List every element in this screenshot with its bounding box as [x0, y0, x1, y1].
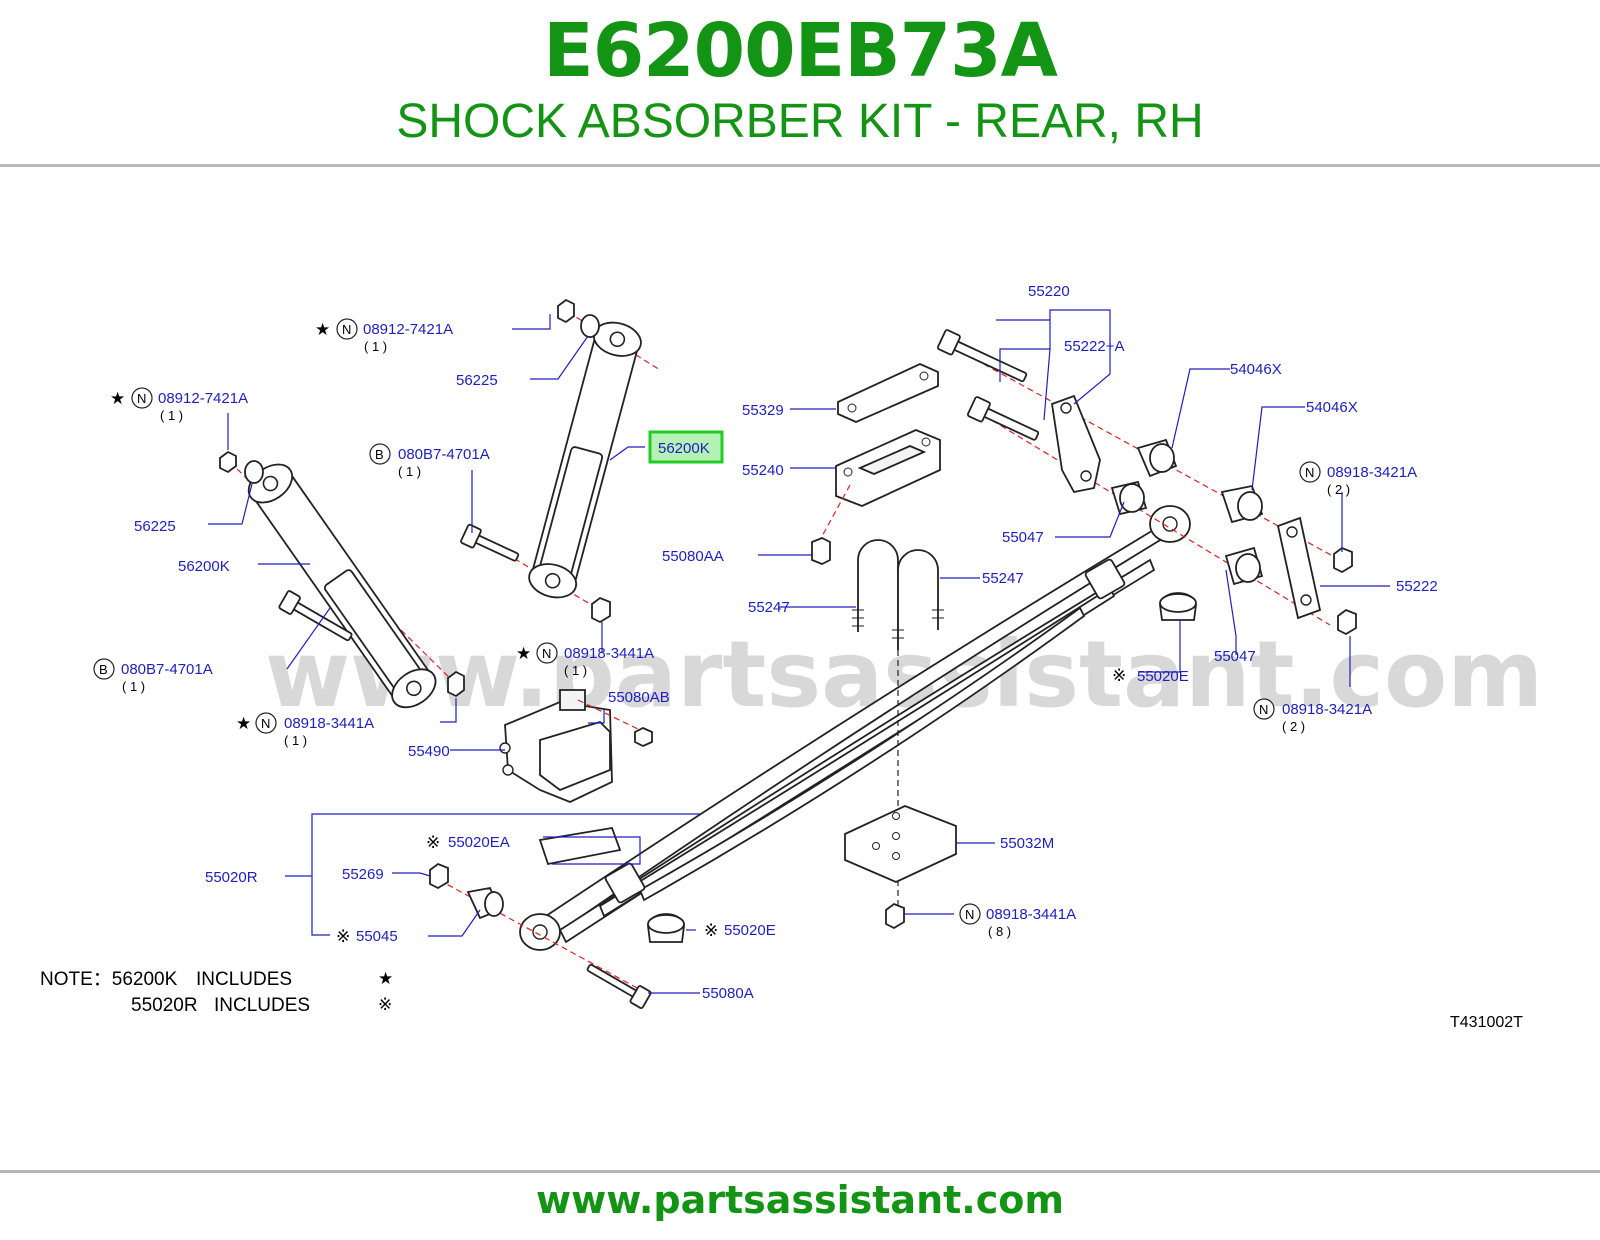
- callout-55047-right[interactable]: 55047: [1214, 648, 1256, 665]
- callout-55240[interactable]: 55240: [742, 462, 784, 479]
- callout-55020e-rear[interactable]: 55020E: [1137, 668, 1189, 685]
- callout-55269[interactable]: 55269: [342, 866, 384, 883]
- callout-55047-left[interactable]: 55047: [1002, 529, 1044, 546]
- kome-symbol: ※: [704, 921, 718, 941]
- badge-n-circle: [536, 642, 558, 664]
- badge-n-letter: N: [965, 907, 974, 922]
- callout-55222-plus-a[interactable]: 55222+A: [1064, 338, 1124, 355]
- note-star-symbol: ★: [378, 969, 393, 989]
- badge-b-circle: [93, 658, 115, 680]
- badge-n-circle: [255, 712, 277, 734]
- callout-08912-7421a-left[interactable]: 08912-7421A: [158, 390, 248, 407]
- parts-diagram: www.partsassistant.com: [0, 270, 1600, 1080]
- callout-55080ab[interactable]: 55080AB: [608, 689, 670, 706]
- callout-55020ea[interactable]: 55020EA: [448, 834, 510, 851]
- callout-55247-left[interactable]: 55247: [748, 599, 790, 616]
- header-divider: [0, 164, 1600, 167]
- leader-lines: [208, 309, 1390, 994]
- callout-08918-3421a-upper[interactable]: 08918-3421A: [1327, 464, 1417, 481]
- callout-55045[interactable]: 55045: [356, 928, 398, 945]
- badge-n-circle: [959, 903, 981, 925]
- kome-symbol: ※: [336, 927, 350, 947]
- bracket-55490: [499, 689, 653, 803]
- callout-08912-7421a-left-qty: ( 1 ): [160, 408, 183, 423]
- rear-shackle-assembly: [936, 329, 1357, 636]
- callout-08918-3441a-center[interactable]: 08918-3441A: [564, 645, 654, 662]
- footer-site-link[interactable]: www.partsassistant.com: [536, 1178, 1064, 1222]
- callout-080b7-4701a-lower[interactable]: 080B7-4701A: [121, 661, 213, 678]
- badge-n-circle: [1253, 698, 1275, 720]
- callout-08918-3421a-upper-qty: ( 2 ): [1327, 482, 1350, 497]
- callout-56225-upper[interactable]: 56225: [456, 372, 498, 389]
- note-line-2-includes: INCLUDES: [214, 995, 310, 1016]
- callout-55032m[interactable]: 55032M: [1000, 835, 1054, 852]
- plate-55329: [837, 363, 939, 423]
- badge-n-letter: N: [261, 716, 270, 731]
- note-line-1-label: NOTE：56200K: [40, 969, 178, 990]
- callout-55080a[interactable]: 55080A: [702, 985, 754, 1002]
- callout-56225-left[interactable]: 56225: [134, 518, 176, 535]
- callout-08918-3441a-center-qty: ( 1 ): [564, 663, 587, 678]
- callout-08918-3441a-bottom[interactable]: 08918-3441A: [986, 906, 1076, 923]
- badge-n-circle: [336, 318, 358, 340]
- shock-absorber-left: [219, 450, 465, 709]
- callout-08912-7421a-top-qty: ( 1 ): [364, 339, 387, 354]
- badge-n-letter: N: [542, 646, 551, 661]
- callout-08918-3441a-left[interactable]: 08918-3441A: [284, 715, 374, 732]
- badge-n-letter: N: [137, 391, 146, 406]
- callout-56200k-highlighted[interactable]: 56200K: [658, 440, 710, 457]
- lower-plate-55032m: [844, 805, 957, 930]
- star-symbol: ★: [516, 644, 531, 664]
- star-symbol: ★: [315, 320, 330, 340]
- star-symbol: ★: [110, 389, 125, 409]
- callout-080b7-4701a-upper[interactable]: 080B7-4701A: [398, 446, 490, 463]
- badge-b-letter: B: [99, 662, 108, 677]
- callout-55020e-front[interactable]: 55020E: [724, 922, 776, 939]
- callout-55080aa[interactable]: 55080AA: [662, 548, 724, 565]
- callout-54046x-upper[interactable]: 54046X: [1230, 361, 1282, 378]
- callout-080b7-4701a-upper-qty: ( 1 ): [398, 464, 421, 479]
- callout-55222[interactable]: 55222: [1396, 578, 1438, 595]
- kome-symbol: ※: [1112, 666, 1126, 686]
- u-bolts-55247: [852, 539, 944, 910]
- callout-56200k-left[interactable]: 56200K: [178, 558, 230, 575]
- callout-54046x-lower[interactable]: 54046X: [1306, 399, 1358, 416]
- note-kome-symbol: ※: [378, 995, 392, 1015]
- callout-08918-3441a-left-qty: ( 1 ): [284, 733, 307, 748]
- spring-seat-55240: [811, 429, 941, 565]
- callout-55020r[interactable]: 55020R: [205, 869, 258, 886]
- badge-n-letter: N: [1259, 702, 1268, 717]
- note-line-1-includes: INCLUDES: [196, 969, 292, 990]
- page-header: E6200EB73A SHOCK ABSORBER KIT - REAR, RH: [0, 0, 1600, 170]
- diagram-code: T431002T: [1450, 1014, 1523, 1031]
- parts-diagram-canvas: www.partsassistant.com: [40, 283, 1543, 1031]
- callout-55329[interactable]: 55329: [742, 402, 784, 419]
- note-line-2-label: 55020R: [131, 995, 198, 1016]
- highlight-box-56200k: [648, 430, 724, 464]
- callout-080b7-4701a-lower-qty: ( 1 ): [122, 679, 145, 694]
- star-symbol: ★: [236, 714, 251, 734]
- leaf-spring-55020r: [519, 505, 1191, 951]
- callout-08918-3421a-lower-qty: ( 2 ): [1282, 719, 1305, 734]
- badge-b-letter: B: [375, 447, 384, 462]
- footer-divider: [0, 1170, 1600, 1173]
- badge-n-circle: [1299, 461, 1321, 483]
- callout-08918-3441a-bottom-qty: ( 8 ): [988, 924, 1011, 939]
- callout-08912-7421a-top[interactable]: 08912-7421A: [363, 321, 453, 338]
- badge-n-circle: [131, 387, 153, 409]
- callout-08918-3421a-lower[interactable]: 08918-3421A: [1282, 701, 1372, 718]
- bump-stopper-rear: [1159, 592, 1197, 621]
- badge-n-letter: N: [1305, 465, 1314, 480]
- callout-55490[interactable]: 55490: [408, 743, 450, 760]
- badge-b-circle: [369, 443, 391, 465]
- part-description-subtitle: SHOCK ABSORBER KIT - REAR, RH: [396, 95, 1204, 148]
- kome-symbol: ※: [426, 833, 440, 853]
- part-number-title: E6200EB73A: [543, 8, 1058, 94]
- callout-55220[interactable]: 55220: [1028, 283, 1070, 300]
- bump-stopper-front: [647, 913, 685, 943]
- shock-absorber-center: [460, 298, 661, 624]
- callout-55247-right[interactable]: 55247: [982, 570, 1024, 587]
- badge-n-letter: N: [342, 322, 351, 337]
